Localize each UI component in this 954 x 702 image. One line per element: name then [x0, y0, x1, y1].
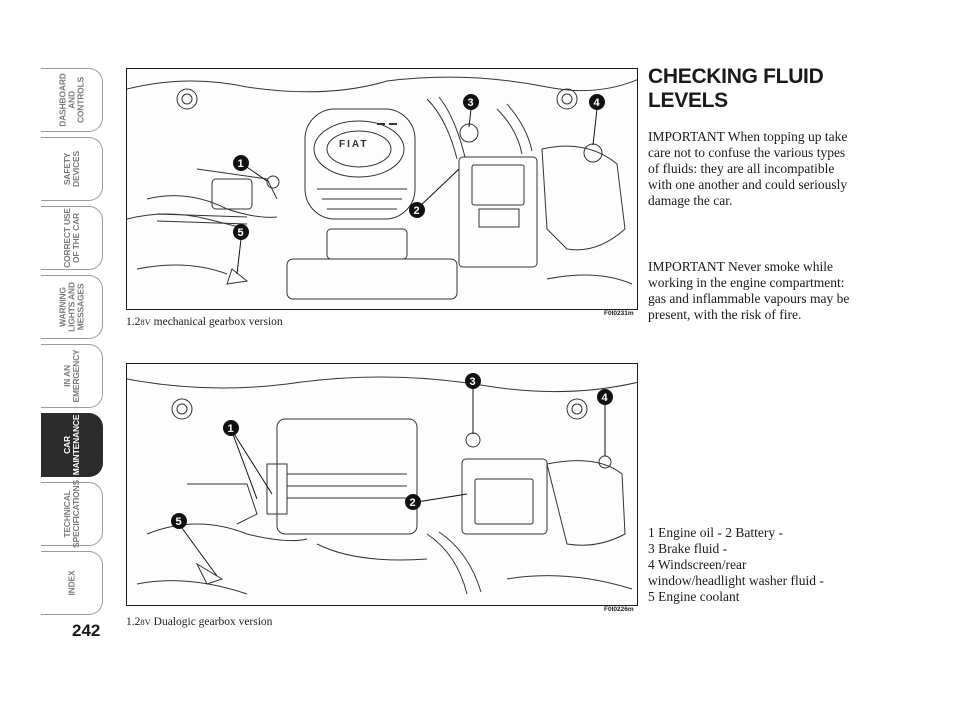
svg-text:1: 1	[238, 158, 244, 170]
callout-2: 2	[405, 494, 421, 510]
tab-correct-use-of-the-car[interactable]: CORRECT USE OF THE CAR	[41, 206, 103, 270]
tab-safety-devices[interactable]: SAFETY DEVICES	[41, 137, 103, 201]
tab-warning-lights-and-messages[interactable]: WARNING LIGHTS AND MESSAGES	[41, 275, 103, 339]
tab-in-an-emergency[interactable]: IN AN EMERGENCY	[41, 344, 103, 408]
important-fluids-note: IMPORTANT When topping up take care not …	[648, 129, 848, 208]
callout-2: 2	[409, 202, 425, 218]
callout-5: 5	[171, 513, 187, 529]
svg-text:3: 3	[468, 97, 474, 109]
legend-line: 4 Windscreen/rear	[648, 557, 747, 572]
svg-text:2: 2	[414, 205, 420, 217]
svg-text:5: 5	[176, 516, 182, 528]
callout-4: 4	[589, 94, 605, 110]
svg-text:3: 3	[470, 376, 476, 388]
engine-bay-drawing-2: 1 2 3 4 5	[127, 373, 637, 595]
figure-caption-1: 1.28V mechanical gearbox version	[126, 316, 283, 328]
callout-3: 3	[465, 373, 481, 389]
figure-code-1: F0I0231m	[604, 310, 634, 317]
figure-caption-2: 1.28V Dualogic gearbox version	[126, 616, 273, 628]
callout-legend: 1 Engine oil - 2 Battery - 3 Brake fluid…	[648, 525, 863, 605]
svg-text:1: 1	[228, 423, 234, 435]
tab-car-maintenance[interactable]: CAR MAINTENANCE	[41, 413, 103, 477]
svg-text:4: 4	[594, 97, 601, 109]
callout-5: 5	[233, 224, 249, 240]
legend-line: 1 Engine oil - 2 Battery -	[648, 525, 783, 540]
legend-line: window/headlight washer fluid -	[648, 573, 824, 588]
tab-technical-specifications[interactable]: TECHNICAL SPECIFICATIONS	[41, 480, 103, 548]
tab-index[interactable]: INDEX	[41, 551, 103, 615]
section-title: CHECKING FLUID LEVELS	[648, 65, 824, 112]
figure-code-2: F0I0226m	[604, 606, 634, 613]
callout-1: 1	[233, 155, 249, 171]
engine-illustration-mechanical: FIAT 1 2 3 4	[126, 68, 638, 310]
fiat-logo: FIAT	[339, 139, 368, 150]
svg-text:2: 2	[410, 497, 416, 509]
svg-text:4: 4	[602, 392, 609, 404]
legend-line: 5 Engine coolant	[648, 589, 740, 604]
legend-line: 3 Brake fluid -	[648, 541, 728, 556]
callout-1: 1	[223, 420, 239, 436]
svg-text:5: 5	[238, 227, 244, 239]
important-smoking-note: IMPORTANT Never smoke while working in t…	[648, 259, 850, 322]
callout-4: 4	[597, 389, 613, 405]
engine-bay-drawing-1: FIAT 1 2 3 4	[127, 76, 637, 300]
page-number: 242	[72, 621, 101, 640]
callout-3: 3	[463, 94, 479, 110]
engine-illustration-dualogic: 1 2 3 4 5	[126, 363, 638, 606]
tab-dashboard-and-controls[interactable]: DASHBOARD AND CONTROLS	[41, 68, 103, 132]
